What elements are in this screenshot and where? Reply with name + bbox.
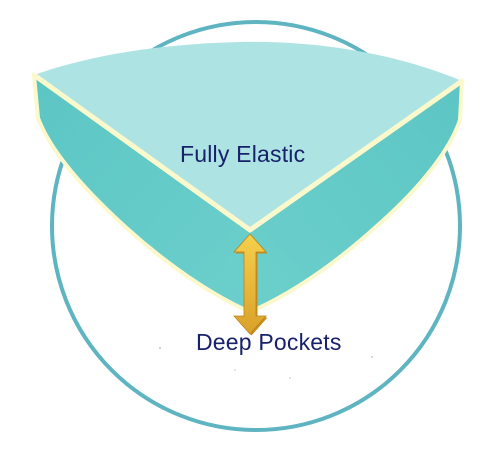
elastic-edge-top-left <box>31 72 253 233</box>
elastic-edge-left-corner <box>32 73 40 120</box>
elastic-edge-top-right <box>247 78 465 233</box>
sheet-left-side <box>34 75 250 312</box>
fully-elastic-label: Fully Elastic <box>180 141 306 167</box>
elastic-edge-bottom-right <box>248 118 462 314</box>
double-headed-vertical-arrow-icon <box>233 233 268 336</box>
elastic-edge-bottom-left <box>36 116 252 314</box>
background-circle <box>50 20 462 432</box>
sheet-right-side <box>250 81 462 312</box>
background-speckles <box>159 347 373 379</box>
deep-pockets-label: Deep Pockets <box>196 329 342 355</box>
sheet-top-surface <box>34 41 462 230</box>
elastic-edge-right-corner <box>458 79 464 122</box>
